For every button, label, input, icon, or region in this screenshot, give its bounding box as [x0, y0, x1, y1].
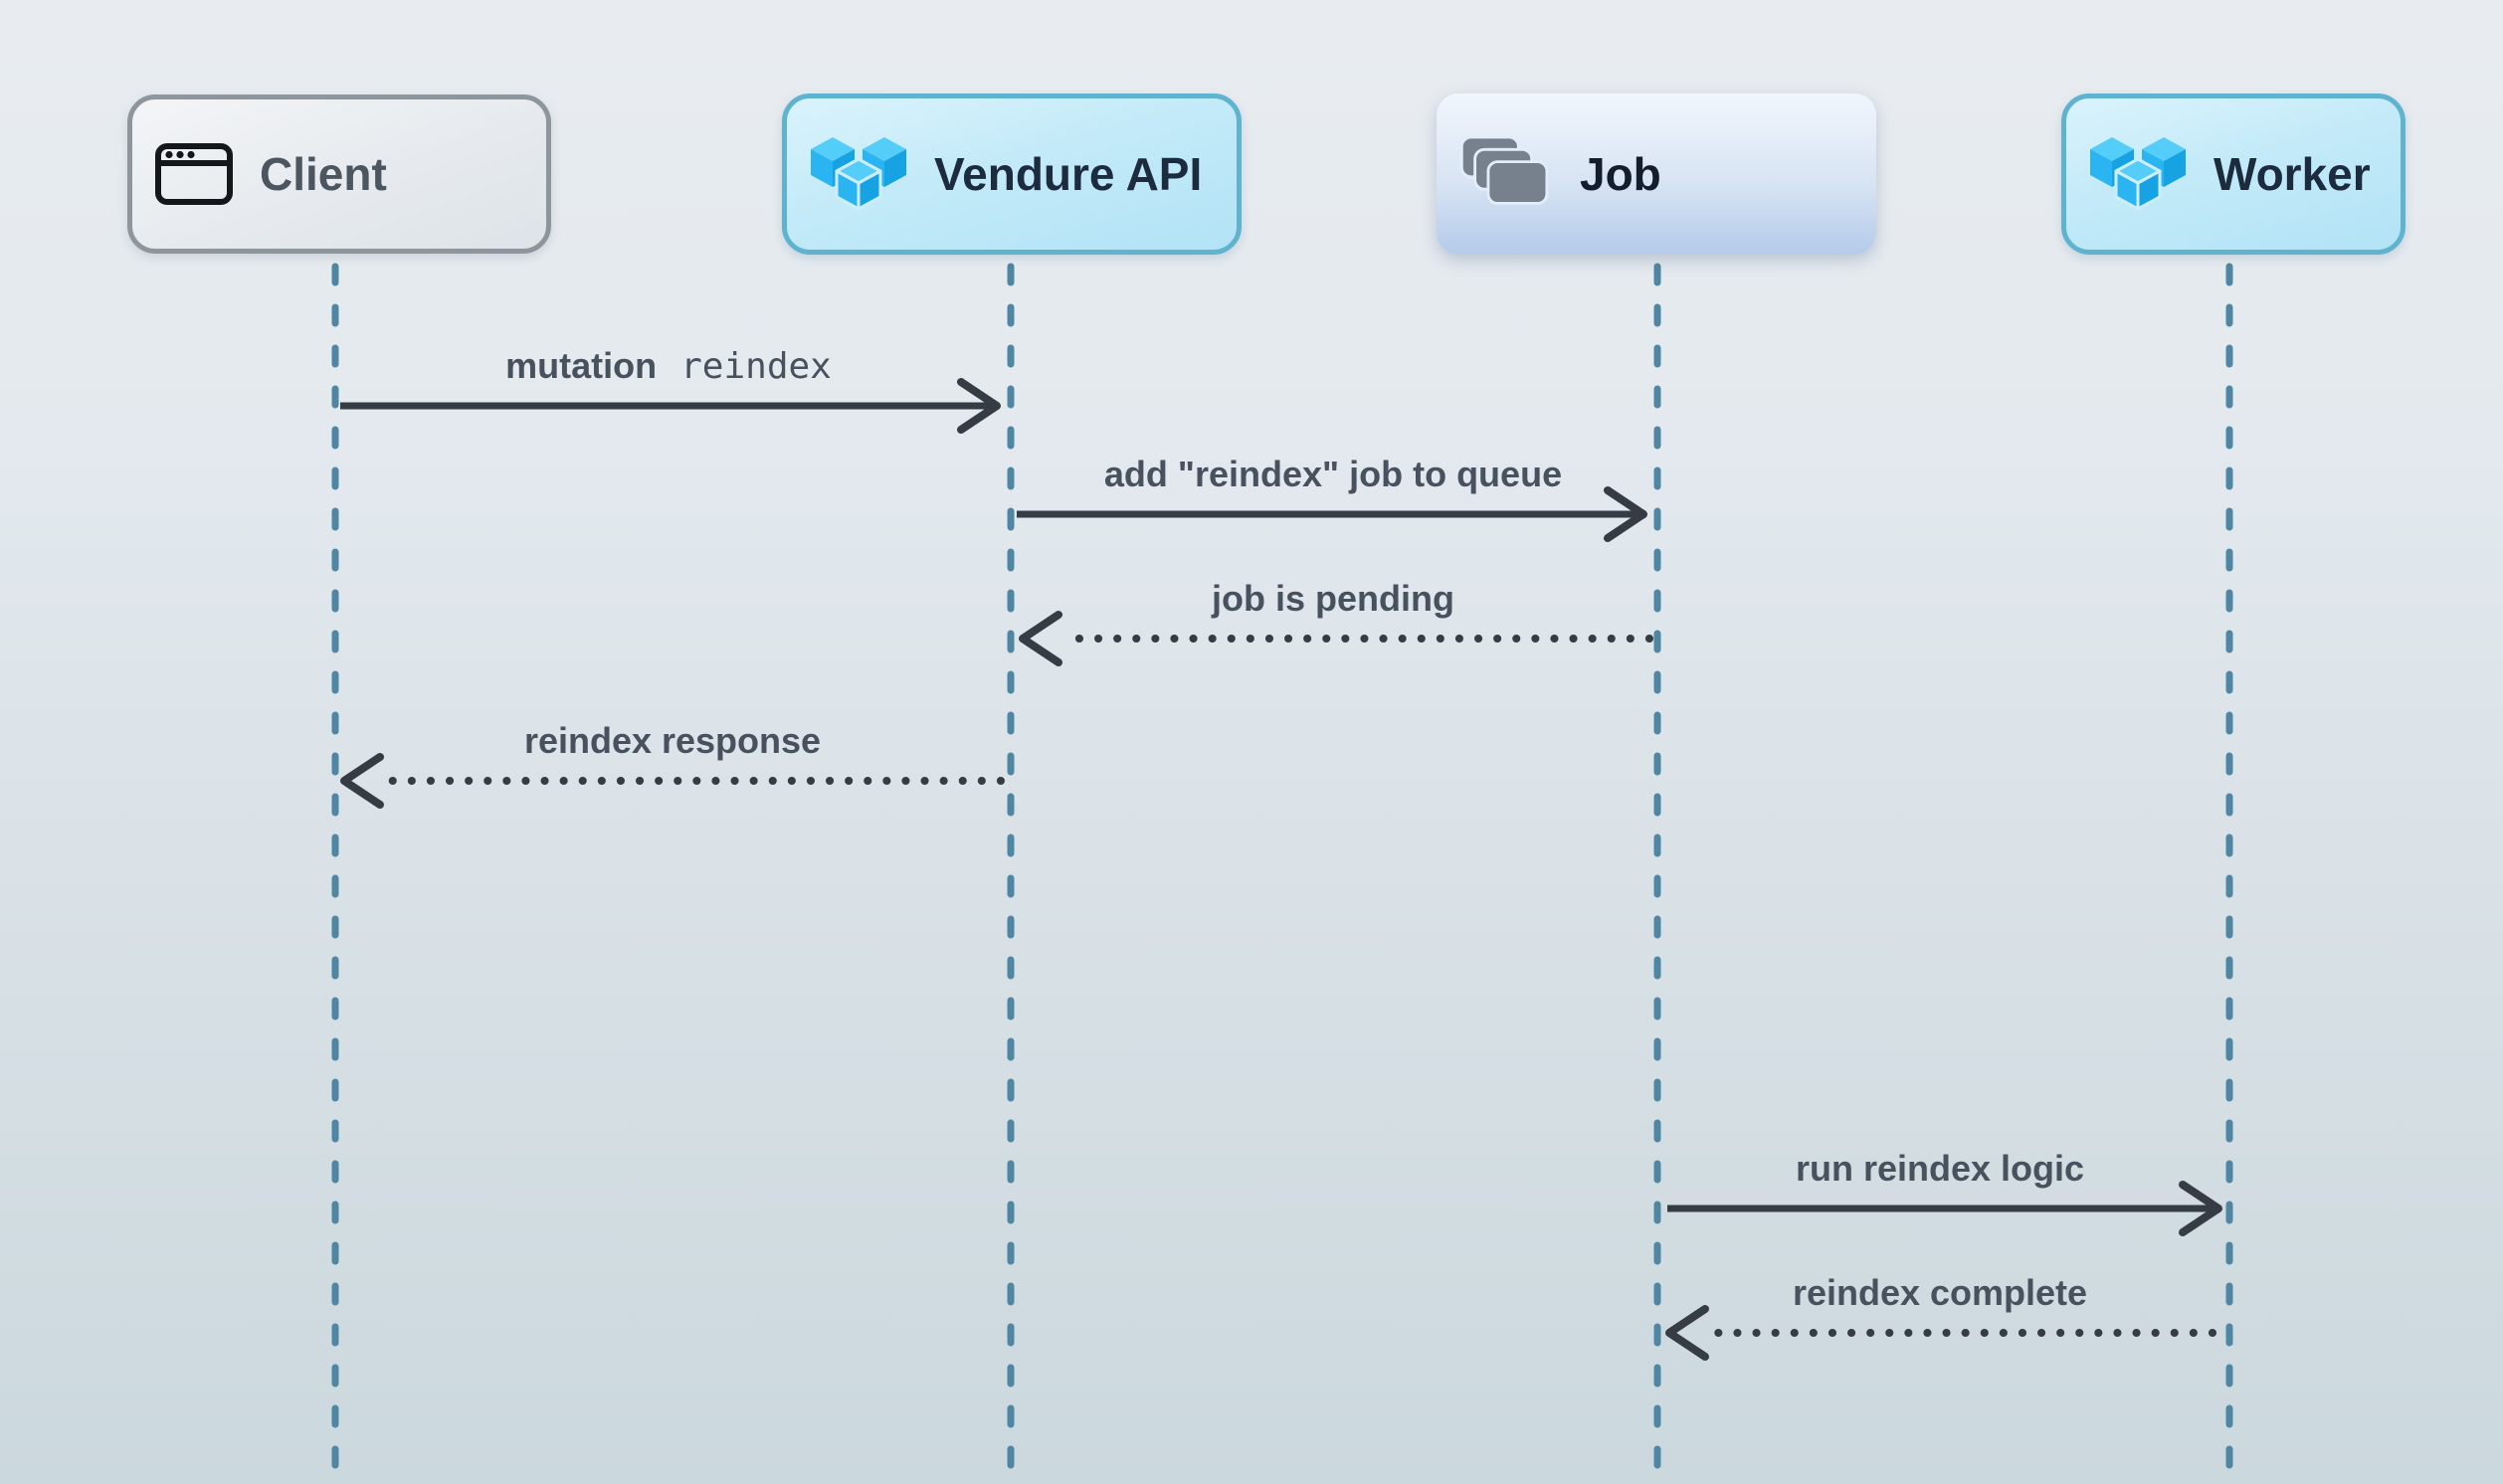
arrowhead-right-icon — [957, 378, 1001, 434]
message-label-add-job-to-queue: add "reindex" job to queue — [1104, 453, 1562, 496]
arrowhead-right-icon — [2179, 1181, 2222, 1236]
message-label-run-reindex-logic: run reindex logic — [1796, 1147, 2084, 1191]
message-text: mutation — [505, 345, 658, 386]
actor-label: Vendure API — [934, 148, 1203, 200]
vendure-logo-icon — [2090, 137, 2186, 211]
arrowhead-right-icon — [1604, 486, 1647, 542]
message-label-mutation-reindex: mutation reindex — [505, 344, 832, 389]
actor-label: Worker — [2214, 148, 2371, 200]
message-text: reindex complete — [1792, 1272, 2088, 1313]
actor-box-vendure-api: Vendure API — [782, 93, 1242, 255]
message-text: add "reindex" job to queue — [1103, 454, 1563, 494]
actor-label: Client — [260, 148, 387, 200]
actor-box-worker: Worker — [2061, 93, 2406, 255]
message-code-text: reindex — [680, 346, 832, 387]
arrowhead-left-icon — [1665, 1305, 1709, 1361]
message-label-reindex-response: reindex response — [524, 719, 821, 763]
arrowhead-left-icon — [340, 753, 384, 809]
stacked-cards-icon — [1459, 135, 1549, 205]
message-text: job is pending — [1212, 578, 1454, 619]
arrowhead-left-icon — [1019, 611, 1062, 666]
actor-label: Job — [1580, 148, 1661, 200]
vendure-logo-icon — [811, 137, 906, 211]
message-label-job-is-pending: job is pending — [1212, 577, 1454, 621]
message-text: reindex response — [523, 720, 822, 761]
actor-box-client: Client — [127, 94, 551, 254]
actor-box-job: Job — [1437, 93, 1876, 255]
message-label-reindex-complete: reindex complete — [1793, 1271, 2087, 1315]
browser-window-icon — [155, 143, 233, 205]
message-text: run reindex logic — [1795, 1148, 2085, 1189]
